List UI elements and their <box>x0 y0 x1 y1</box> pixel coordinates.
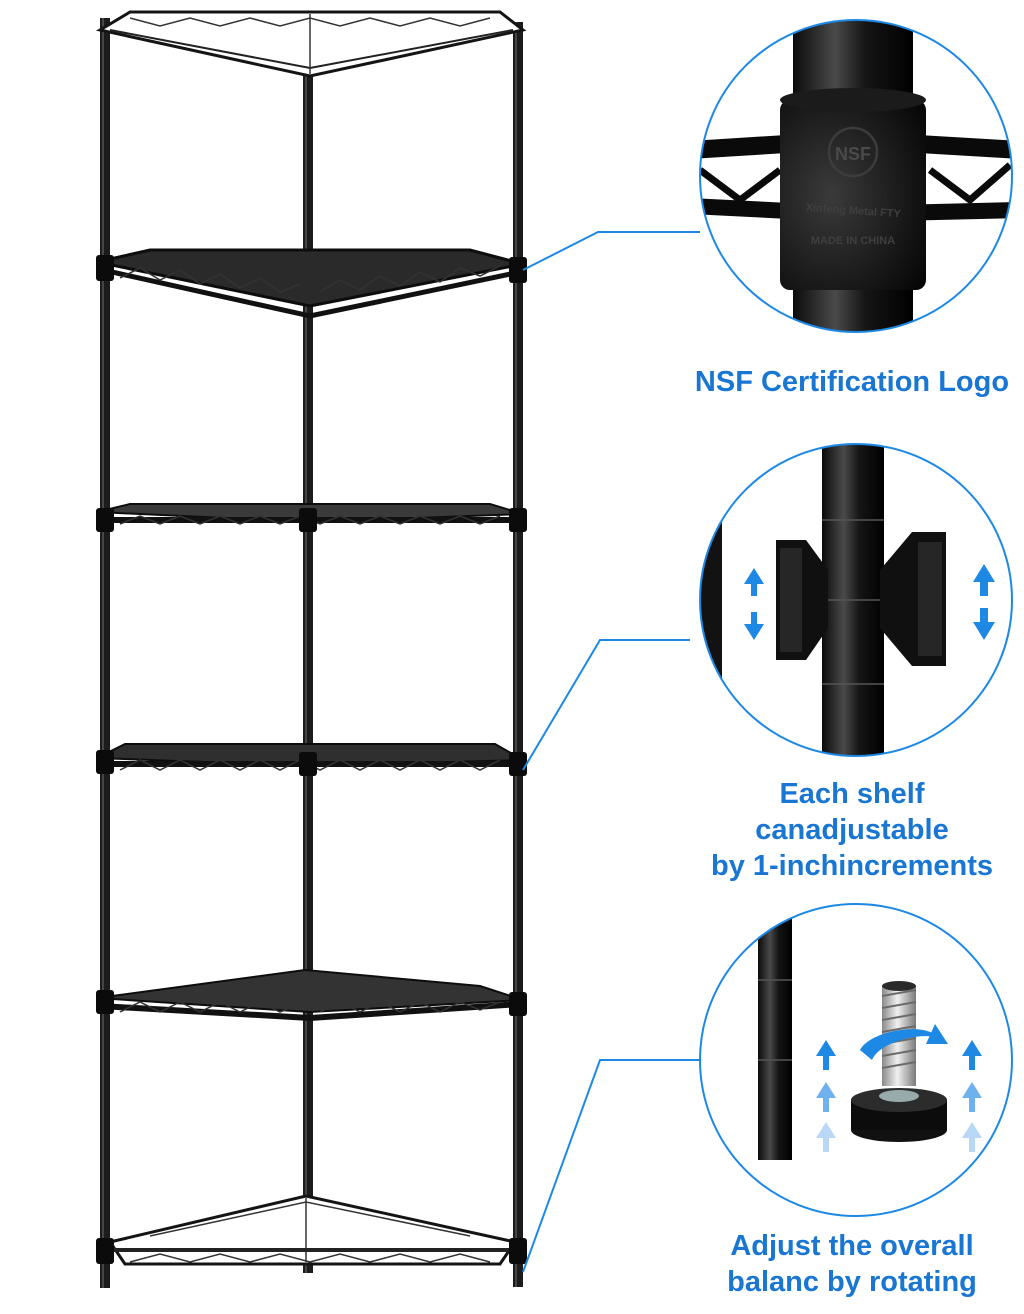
caption-leveling-line-2: balanc by rotating <box>727 1266 977 1298</box>
nsf-stamp-logo: NSF <box>835 144 871 164</box>
shelf-poles <box>100 18 523 1288</box>
caption-leveling: Adjust the overall balanc by rotating <box>680 1228 1024 1300</box>
shelf-tier-2 <box>96 248 524 319</box>
balance-arrows <box>816 1040 982 1152</box>
callout-connectors <box>522 231 700 1273</box>
caption-leveling-line-1: Adjust the overall <box>730 1230 974 1262</box>
nsf-stamp-origin: MADE IN CHINA <box>811 235 895 247</box>
caption-nsf: NSF Certification Logo <box>680 364 1024 400</box>
shelf-tier-1 <box>95 10 527 78</box>
caption-nsf-line-1: NSF Certification Logo <box>694 366 1010 398</box>
shelf-tier-5 <box>96 968 524 1022</box>
leveling-foot-detail <box>699 903 1013 1217</box>
pole-sleeves <box>96 255 527 1264</box>
corner-shelf-unit <box>95 10 527 1288</box>
nsf-logo-detail: NSF Xinfeng Metal FTY MADE IN CHINA <box>699 19 1013 333</box>
shelf-clip-adjust-detail <box>699 443 1013 757</box>
shelf-tier-6 <box>107 1194 518 1266</box>
adjust-arrows <box>744 564 995 640</box>
caption-shelf-adjust-line-2: by 1-inchincrements <box>710 850 994 882</box>
caption-shelf-adjust-line-1: Each shelf canadjustable <box>755 778 949 846</box>
caption-shelf-adjust: Each shelf canadjustable by 1-inchincrem… <box>680 776 1024 884</box>
